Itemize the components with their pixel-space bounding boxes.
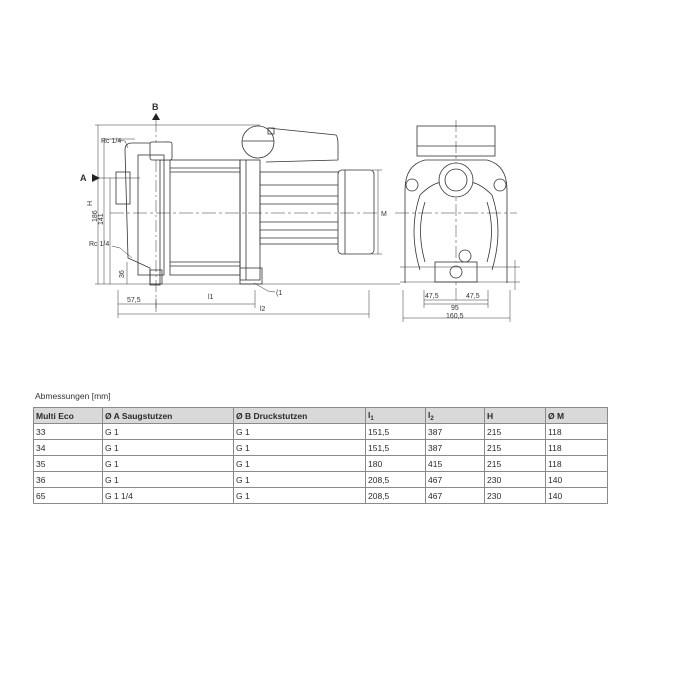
header-l1: l1 [365, 407, 426, 424]
cell: 151,5 [365, 423, 426, 440]
cell: 230 [484, 471, 546, 488]
dim-57-5: 57,5 [127, 297, 141, 304]
cell: 387 [425, 423, 485, 440]
cell: G 1 [233, 471, 366, 488]
cell: 208,5 [365, 471, 426, 488]
label-m: M [381, 211, 387, 218]
pump-dimension-drawing: B A Rc 1/4 Rc 1/4 H 186 141 36 57,5 l1 l… [80, 102, 520, 322]
cell: 140 [545, 487, 608, 504]
note-1: (1 [276, 290, 282, 297]
header-suction: Ø A Saugstutzen [102, 407, 234, 424]
cell: G 1 1/4 [102, 487, 234, 504]
label-a: A [80, 173, 87, 183]
table-row: 34 G 1 G 1 151,5 387 215 118 [33, 439, 608, 456]
table-header-row: Multi Eco Ø A Saugstutzen Ø B Druckstutz… [33, 407, 608, 424]
cell: G 1 [233, 487, 366, 504]
cell: G 1 [102, 471, 234, 488]
cell: 118 [545, 423, 608, 440]
cell: G 1 [102, 439, 234, 456]
header-discharge: Ø B Druckstutzen [233, 407, 366, 424]
dimensions-table: Multi Eco Ø A Saugstutzen Ø B Druckstutz… [33, 407, 608, 504]
table-row: 35 G 1 G 1 180 415 215 118 [33, 455, 608, 472]
cell: 36 [33, 471, 103, 488]
cell: 215 [484, 439, 546, 456]
cell: G 1 [233, 423, 366, 440]
cell: 35 [33, 455, 103, 472]
cell: 387 [425, 439, 485, 456]
dim-160-5: 160,5 [446, 313, 464, 320]
arrow-b-icon [152, 113, 160, 120]
cell: 140 [545, 471, 608, 488]
header-h: H [484, 407, 546, 424]
cell: 34 [33, 439, 103, 456]
dim-186: 186 [92, 210, 99, 222]
label-h: H [87, 201, 94, 206]
table-row: 36 G 1 G 1 208,5 467 230 140 [33, 471, 608, 488]
cell: 118 [545, 455, 608, 472]
cell: 65 [33, 487, 103, 504]
header-m: Ø M [545, 407, 608, 424]
dim-36: 36 [119, 270, 126, 278]
table-caption: Abmessungen [mm] [35, 391, 111, 401]
cell: 230 [484, 487, 546, 504]
cell: 215 [484, 455, 546, 472]
label-rc-bottom: Rc 1/4 [89, 241, 109, 248]
label-b: B [152, 102, 159, 112]
label-rc-top: Rc 1/4 [101, 138, 121, 145]
cell: 180 [365, 455, 426, 472]
header-l2: l2 [425, 407, 485, 424]
cell: 415 [425, 455, 485, 472]
cell: G 1 [102, 423, 234, 440]
table-row: 65 G 1 1/4 G 1 208,5 467 230 140 [33, 487, 608, 504]
cell: 467 [425, 471, 485, 488]
dim-141: 141 [98, 213, 105, 225]
table-row: 33 G 1 G 1 151,5 387 215 118 [33, 423, 608, 440]
dim-l2: l2 [260, 306, 266, 313]
pump-front-view [395, 120, 520, 322]
cell: G 1 [102, 455, 234, 472]
cell: 151,5 [365, 439, 426, 456]
cell: 467 [425, 487, 485, 504]
cell: 118 [545, 439, 608, 456]
dim-95: 95 [451, 305, 459, 312]
cell: 215 [484, 423, 546, 440]
dim-l1: l1 [208, 294, 214, 301]
pump-side-view [92, 120, 400, 318]
dim-47-5-left: 47,5 [425, 293, 439, 300]
cell: G 1 [233, 439, 366, 456]
cell: 33 [33, 423, 103, 440]
arrow-a-icon [92, 174, 100, 182]
cell: G 1 [233, 455, 366, 472]
dim-47-5-right: 47,5 [466, 293, 480, 300]
header-model: Multi Eco [33, 407, 103, 424]
cell: 208,5 [365, 487, 426, 504]
